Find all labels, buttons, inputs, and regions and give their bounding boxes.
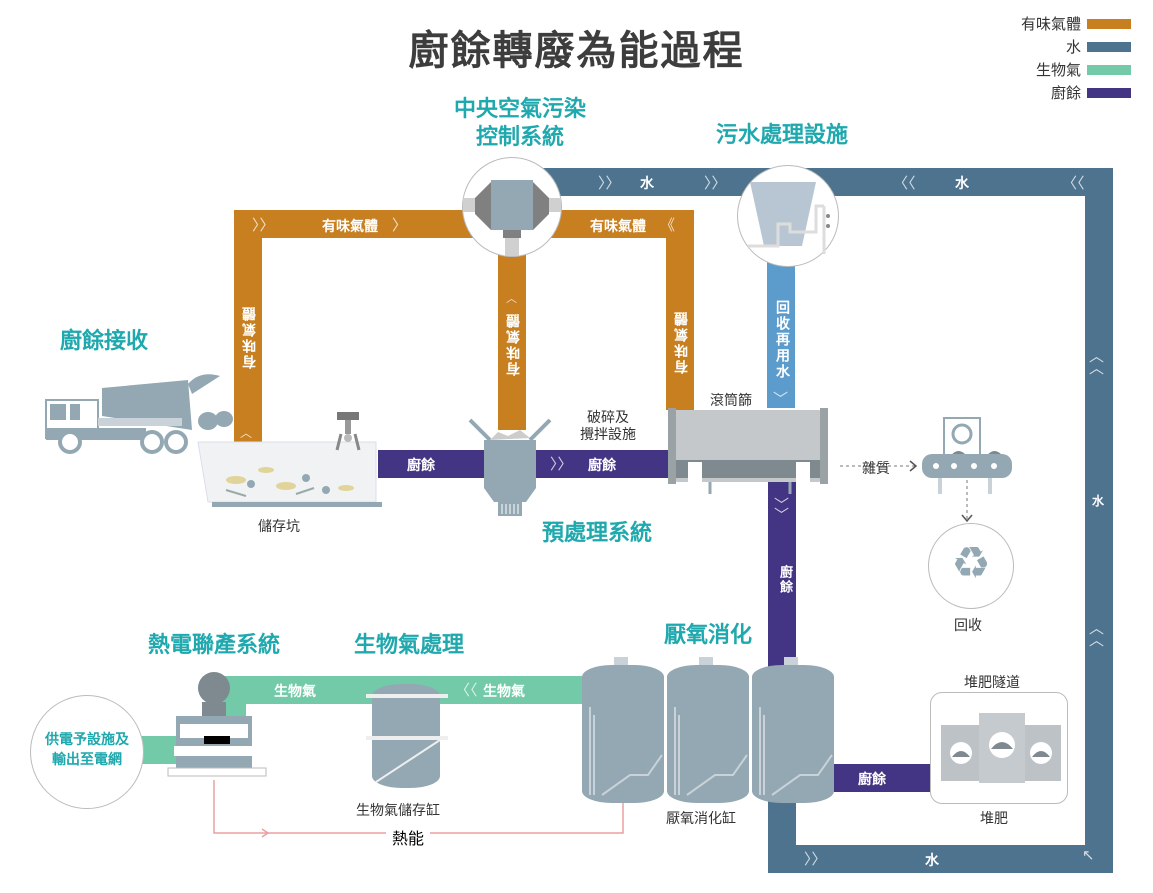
power-output-label: 供電予設施及 輸出至電網 [45, 732, 129, 768]
crusher-mixer-icon [468, 418, 552, 516]
recycle-label: 回收 [954, 618, 982, 634]
page-title: 廚餘轉廢為能過程 [408, 28, 745, 74]
recycle-unit: ♻ [928, 523, 1014, 609]
section-chp: 熱電聯產系統 [148, 633, 281, 658]
section-anaerobic: 厭氧消化 [664, 623, 753, 648]
legend: 有味氣體 水 生物氣 廚餘 [1021, 12, 1131, 104]
recycled-water-label: 回收再用水 [774, 300, 790, 380]
biogas-storage-label: 生物氣儲存缸 [356, 803, 440, 819]
air-scrubber-icon [463, 180, 561, 256]
storage-pit-icon [197, 441, 382, 507]
arrow-up-icon: ︿︿ [1089, 619, 1105, 649]
arrow-right-icon: 〉〉 [550, 455, 573, 473]
legend-swatch-food-waste [1087, 87, 1131, 98]
arrow-left-icon: 〈〈 [893, 174, 916, 192]
odor-gas-label-top-right: 有味氣體 [590, 219, 646, 235]
arrow-right-icon: 〉〉 [804, 850, 827, 868]
arrow-corner-icon: ↖ [1082, 846, 1095, 864]
chp-engine-icon [167, 672, 267, 777]
crusher-label: 破碎及 攪拌設施 [580, 410, 636, 443]
garbage-bags-icon [198, 411, 233, 430]
arrow-down-icon [961, 514, 973, 523]
section-reception: 廚餘接收 [60, 329, 149, 354]
section-sewage: 污水處理設施 [716, 123, 849, 148]
impurities-label: 雜質 [862, 461, 890, 477]
odor-gas-pipe-left [234, 210, 262, 442]
arrow-up-icon: ︿ [506, 292, 517, 305]
arrow-right-icon: 〉〉 [598, 174, 621, 192]
compost-bags-icon [941, 713, 1061, 783]
water-pipe-bottom-riser [768, 800, 796, 873]
digester-label: 厭氧消化缸 [666, 811, 736, 827]
arrow-right-icon: 〉 [392, 216, 408, 234]
compost-tunnel-label: 堆肥隧道 [964, 675, 1020, 691]
sewage-treatment-unit [737, 165, 839, 267]
biogas-tank-details [366, 694, 448, 783]
odor-gas-pipe-right [666, 210, 694, 410]
drum-screen-icon [668, 408, 828, 494]
water-label-top-right: 水 [955, 176, 969, 192]
section-pretreatment: 預處理系統 [542, 521, 653, 546]
sewage-tank-icon [748, 182, 830, 254]
food-waste-label-crusher: 廚餘 [588, 458, 616, 474]
heat-label: 熱能 [386, 825, 431, 849]
grab-crane-icon [335, 412, 361, 451]
arrow-right-icon: 〉〉 [704, 174, 727, 192]
arrow-left-icon: 《 [660, 216, 676, 234]
legend-item-water: 水 [1021, 35, 1131, 58]
legend-swatch-odor-gas [1087, 18, 1131, 29]
odor-gas-pipe-mid [498, 250, 526, 430]
legend-swatch-water [1087, 41, 1131, 52]
food-waste-label-compost: 廚餘 [858, 772, 886, 788]
legend-item-odor-gas: 有味氣體 [1021, 12, 1131, 35]
arrow-down-icon: ﹀ [773, 390, 789, 408]
garbage-truck-icon [45, 374, 220, 454]
arrow-up-icon: ︿ [240, 426, 253, 440]
storage-pit-label: 儲存坑 [258, 519, 300, 535]
legend-item-biogas: 生物氣 [1021, 58, 1131, 81]
heat-arrow-icon [261, 828, 270, 838]
arrow-right-icon: 〉〉 [252, 216, 275, 234]
water-label-bottom: 水 [925, 853, 939, 869]
drum-screen-label: 滾筒篩 [710, 393, 752, 409]
water-label-right: 水 [1092, 494, 1105, 508]
water-pipe-right [1085, 168, 1113, 873]
section-air-control: 中央空氣污染 控制系統 [453, 97, 586, 150]
arrow-up-icon: ︿︿ [1089, 347, 1105, 377]
arrow-left-icon: 〈〈 [1062, 174, 1085, 192]
legend-item-food-waste: 廚餘 [1021, 81, 1131, 104]
food-waste-pipe-drum-to-digester [768, 480, 796, 670]
water-pipe-bottom [768, 845, 1113, 873]
food-waste-label-pit: 廚餘 [407, 458, 435, 474]
biogas-label-right: 生物氣 [483, 684, 525, 700]
arrow-left-icon: 〈〈 [455, 681, 478, 699]
water-label-top-left: 水 [640, 176, 654, 192]
air-scrubber-unit [462, 157, 562, 257]
food-waste-label-vertical: 廚餘 [777, 565, 792, 595]
odor-gas-label-top-left: 有味氣體 [322, 219, 378, 235]
recycle-icon: ♻ [951, 538, 991, 589]
digester-details [589, 657, 833, 796]
recycled-water-pipe [767, 248, 795, 408]
legend-swatch-biogas [1087, 64, 1131, 75]
compost-label: 堆肥 [980, 811, 1008, 827]
power-grid-output: 供電予設施及 輸出至電網 [30, 695, 144, 809]
compost-tunnel [930, 692, 1068, 804]
food-waste-pipe-to-compost [830, 764, 932, 792]
biogas-label-left: 生物氣 [274, 684, 316, 700]
arrow-right-icon [909, 460, 918, 472]
section-biogas-treatment: 生物氣處理 [354, 633, 465, 658]
arrow-down-icon: ﹀﹀ [774, 496, 790, 524]
magnetic-separator-icon [922, 417, 1012, 494]
